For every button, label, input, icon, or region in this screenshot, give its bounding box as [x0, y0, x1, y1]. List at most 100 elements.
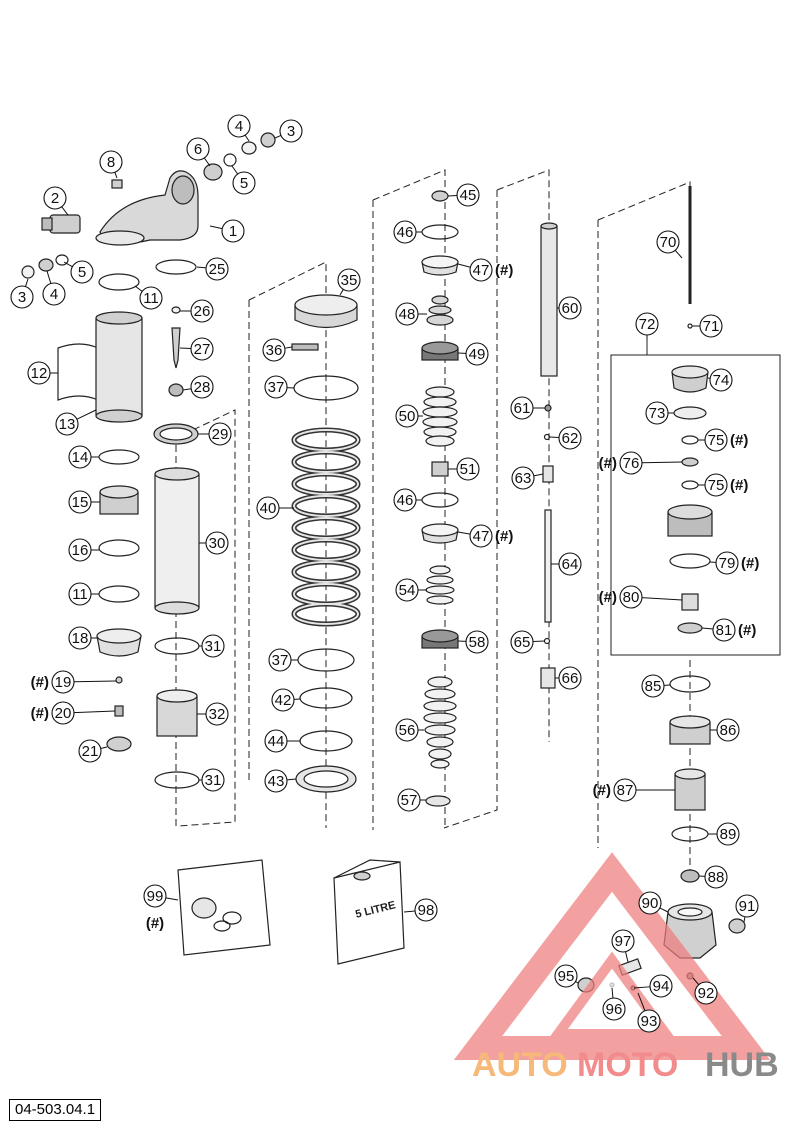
callout-number: 49 [469, 346, 486, 363]
callout-leader-line [403, 910, 416, 913]
callout-circle [68, 538, 92, 562]
callout-circle [558, 296, 582, 320]
callout-circle [68, 445, 92, 469]
callout-37: 37 [268, 648, 298, 672]
callout-hash-marker: (#) [741, 555, 759, 572]
callout-circle [716, 718, 740, 742]
callout-number: 86 [720, 722, 737, 739]
callout-32: 32 [197, 702, 229, 726]
callout-circle [704, 473, 728, 497]
callout-98: 98 [403, 898, 438, 922]
callout-4: 4 [42, 270, 66, 306]
callout-81: 81(#) [701, 618, 756, 642]
callout-circle [619, 585, 643, 609]
callout-number: 42 [275, 692, 292, 709]
callout-88: 88 [698, 865, 728, 889]
callout-15: 15 [68, 490, 100, 514]
callout-74: 74 [707, 368, 733, 392]
part-shapes-5 [540, 222, 558, 689]
callout-circle [699, 314, 723, 338]
callout-number: 5 [240, 175, 248, 192]
callout-12: 12 [27, 361, 58, 385]
callout-number: 94 [653, 978, 670, 995]
callout-circle [611, 929, 635, 953]
callout-number: 20 [55, 705, 72, 722]
callout-leader-line [457, 531, 471, 535]
callout-28: 28 [182, 375, 214, 399]
callout-number: 58 [469, 634, 486, 651]
callout-circle [395, 718, 419, 742]
callout-leader-line [73, 710, 116, 714]
callout-leader-line [179, 347, 192, 350]
callout-85: 85 [641, 674, 671, 698]
callout-circle [205, 257, 229, 281]
callout-31: 31 [199, 768, 225, 792]
callout-circle [465, 630, 489, 654]
callout-number: 76 [623, 455, 640, 472]
callout-66: 66 [555, 666, 582, 690]
callout-number: 72 [639, 316, 656, 333]
callout-circle [712, 618, 736, 642]
callout-circle [201, 634, 225, 658]
callout-63: 63 [511, 466, 544, 490]
callout-leader-line [25, 278, 29, 287]
callout-circle [554, 964, 578, 988]
callout-number: 11 [72, 586, 88, 603]
callout-circle [456, 183, 480, 207]
callout-leader-line [73, 680, 117, 683]
document-code: 04-503.04.1 [9, 1099, 102, 1121]
callout-number: 2 [51, 190, 59, 207]
callout-73: 73 [645, 401, 674, 425]
callout-hash-marker: (#) [146, 915, 164, 932]
callout-circle [558, 666, 582, 690]
callout-number: 79 [719, 555, 736, 572]
callout-circle [221, 219, 245, 243]
callout-number: 61 [514, 400, 531, 417]
callout-27: 27 [179, 337, 214, 361]
callout-circle [469, 258, 493, 282]
callout-circle [510, 396, 534, 420]
callout-92: 92 [692, 977, 718, 1005]
callout-number: 81 [716, 622, 733, 639]
callout-circle [190, 375, 214, 399]
callout-circle [186, 137, 210, 161]
callout-16: 16 [68, 538, 99, 562]
callout-circle [205, 702, 229, 726]
callout-circle [395, 302, 419, 326]
callout-number: 3 [287, 123, 295, 140]
callout-95: 95 [554, 964, 579, 988]
callout-76: 76(#) [599, 451, 683, 475]
callout-circle [208, 422, 232, 446]
callout-37: 37 [264, 375, 295, 399]
callout-circle [511, 466, 535, 490]
callout-circle [190, 337, 214, 361]
part-shapes [21, 132, 276, 752]
callout-number: 75 [708, 432, 725, 449]
spring-coils-inner [293, 429, 359, 625]
callout-79: 79 (#) [709, 551, 759, 575]
callout-number: 50 [399, 408, 416, 425]
callout-number: 40 [260, 500, 277, 517]
callout-circle [709, 368, 733, 392]
callout-circle [78, 739, 102, 763]
callout-number: 57 [401, 792, 418, 809]
callout-99: 99(#) [143, 884, 179, 932]
callout-number: 37 [272, 652, 289, 669]
callout-circle [395, 404, 419, 428]
callout-80: 80(#) [599, 585, 683, 609]
callout-5: 5 [63, 260, 94, 284]
callout-number: 44 [268, 733, 285, 750]
callout-72: 72 [635, 312, 659, 340]
callout-hash-marker: (#) [593, 782, 611, 799]
callout-circle [469, 524, 493, 548]
part-shapes-4 [421, 190, 459, 807]
callout-number: 26 [194, 303, 211, 320]
callout-circle [256, 496, 280, 520]
callout-number: 4 [235, 118, 243, 135]
callout-leader-line [203, 157, 211, 167]
callout-number: 90 [642, 895, 659, 912]
callout-number: 15 [72, 494, 89, 511]
callout-number: 18 [72, 630, 89, 647]
callout-31: 31 [199, 634, 225, 658]
callout-number: 19 [55, 674, 72, 691]
